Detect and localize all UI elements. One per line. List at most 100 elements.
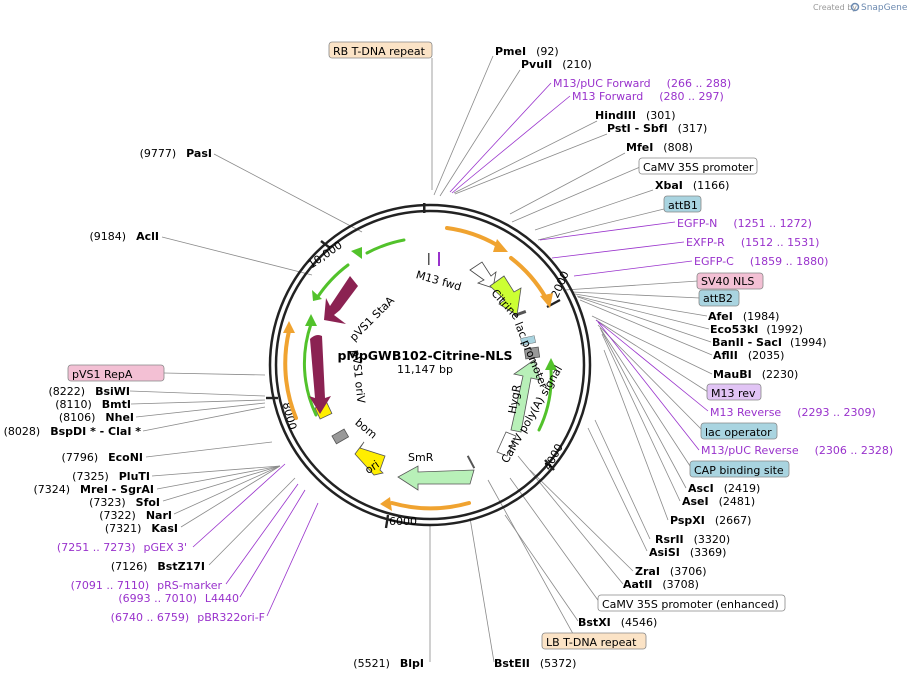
inner-feature-arcs [283,226,553,511]
leader-nhei [135,402,266,418]
leader-l4440 [239,489,306,598]
arc-green-left [302,322,318,417]
site-pmei: PmeI(92) [495,45,559,58]
feature-camv-polya-shape [496,431,517,457]
label-m13-fwd: M13 fwd [414,268,462,293]
leader-bsteii [469,517,495,663]
site-nhei: (8106)NheI [59,411,134,424]
site-xbai: XbaI(1166) [655,179,729,192]
arc-green-right [537,368,553,432]
leader-m13-fwd [451,95,571,194]
box-attb1 [663,195,702,213]
leader-pgex3 [192,463,286,548]
credit-brand: SnapGene [861,3,908,13]
feature-pvs1-repa-shape [309,335,331,414]
leader-rsrii [594,419,651,540]
arrowhead-rb [493,239,508,252]
site-asci: AscI(2419) [688,482,760,495]
lac-operator-mark [520,335,536,346]
snapgene-credit: Created by SnapGene [813,2,908,13]
box-text-sv40: SV40 NLS [701,275,754,288]
site-marks [428,252,541,469]
leader-asci [600,329,687,489]
leader-repa [163,372,266,376]
label-hygr: HygR [506,383,524,415]
leader-m13rev [595,319,709,393]
box-text-m13rev: M13 rev [711,387,756,400]
arc-rb-tdna [445,226,499,247]
box-text-cap-site: CAP binding site [694,464,784,477]
leader-pvuii [439,69,521,197]
site-maubi: MauBI(2230) [713,368,798,381]
right-site-labels: PmeI(92) PvuII(210) HindIII(301) PstI - … [494,45,827,670]
site-econi: (7796)EcoNI [62,451,143,464]
site-pluti: (7325)PluTI [72,470,150,483]
leader-lines [129,55,713,663]
box-m13rev [706,383,762,401]
site-aflii: AflII(2035) [713,349,784,362]
box-pvs1-repa [67,364,165,382]
arrowhead-camv [540,293,553,308]
primer-labels: M13/pUC Forward(266 .. 288) M13 Forward(… [57,77,893,624]
site-blpi: (5521)BlpI [353,657,424,670]
arc-lb-tdna [390,501,471,511]
leader-cap [599,327,693,470]
box-text-pvs1-repa: pVS1 RepA [72,368,133,381]
leader-lb-tdna [487,479,578,642]
arc-green-top [365,238,406,255]
site-bstxi: BstXI(4546) [578,616,657,629]
feature-ori-shape [354,441,386,476]
feature-smr-shape [397,465,475,491]
leader-pmei [433,55,494,196]
leader-afei [574,293,708,317]
arc-arrowheads [283,239,557,511]
primer-egfp-c: EGFP-C(1859 .. 1880) [694,255,828,268]
snapgene-logo-icon [850,2,860,12]
site-asisi: AsiSI(3369) [649,546,726,559]
leader-m13puc-fwd [449,82,552,193]
leader-attb2 [571,291,701,299]
site-bstz17i: (7126)BstZ17I [111,560,205,573]
leader-acli [161,236,313,276]
primer-pbr322ori-f: (6740 .. 6759)pBR322ori-F [111,611,265,624]
box-camv-enh [597,594,786,612]
primer-m13-forward: M13 Forward(280 .. 297) [572,90,724,103]
m13-site-mark [428,253,430,265]
site-zrai: ZraI(3706) [635,565,707,578]
leader-hindiii [453,120,598,194]
box-text-attb1: attB1 [668,199,698,212]
site-afei: AfeI(1984) [708,310,779,323]
primer-exfp-r: EXFP-R(1512 .. 1531) [686,236,819,249]
site-rsrii: RsrII(3320) [655,533,730,546]
site-aatii: AatII(3708) [623,578,699,591]
leader-eco53ki [576,295,710,330]
label-pvs1-oriv: pVS1 oriV [349,349,368,404]
leader-pluti [151,465,281,477]
plasmid-name: pMpGWB102-Citrine-NLS [337,348,512,363]
box-rb-tdna [328,41,433,59]
leader-attb1 [537,208,665,241]
primer-l4440: (6993 .. 7010)L4440 [118,592,239,605]
tick-6000 [384,514,390,529]
site-eco53ki: Eco53kI(1992) [710,323,803,336]
arrowhead-green-upper-left [312,290,322,301]
feature-pvs1-staa-shape [324,276,358,324]
feature-citrine-shape [489,275,522,316]
site-sfoi: (7323)SfoI [89,496,160,509]
m13-primer-mark [438,252,440,266]
site-mrei-sgrai: (7324)MreI - SgrAI [33,483,154,496]
feature-m13-fwd-shape [469,261,497,289]
leader-aatii [517,455,624,585]
cap-site-mark [523,346,541,360]
polya-site-mark [466,455,476,469]
box-text-rb-tdna: RB T-DNA repeat [333,45,426,58]
leader-camv35s [511,166,641,223]
feature-shapes [309,261,541,491]
leader-sv40 [564,280,699,291]
leader-banii [577,296,712,343]
label-bom: bom [352,416,379,442]
backbone-inner-ring [274,209,586,521]
leader-egfp-n [539,221,676,241]
left-site-labels: (5521)BlpI (7126)BstZ17I (7321)KasI (732… [4,147,424,670]
